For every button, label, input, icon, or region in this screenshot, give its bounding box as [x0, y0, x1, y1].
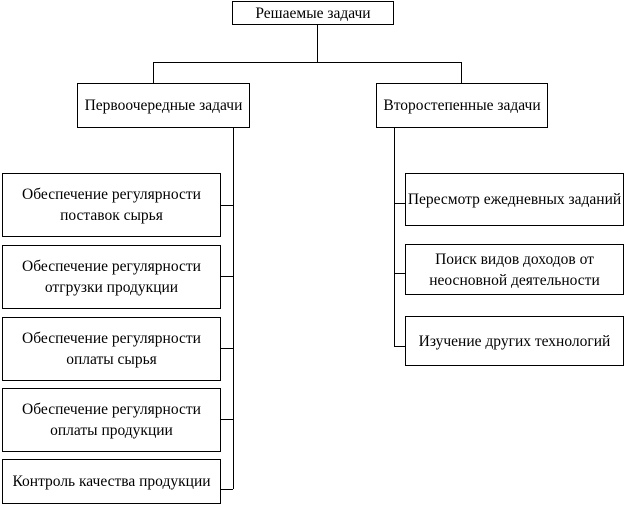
secondary-item-label: Изучение других технологий [418, 332, 611, 350]
secondary-item-label: Поиск видов доходов от неосновной деятел… [429, 250, 600, 289]
secondary-elbow-2 [394, 273, 405, 274]
primary-item-raw-payment-regularity: Обеспечение регулярности оплаты сырья [2, 317, 221, 381]
primary-tasks-node: Первоочередные задачи [77, 83, 250, 128]
primary-elbow-5 [221, 489, 233, 490]
primary-drop-connector [153, 62, 154, 83]
secondary-item-income-search: Поиск видов доходов от неосновной деятел… [405, 244, 624, 295]
root-node-label: Решаемые задачи [255, 4, 371, 22]
root-node: Решаемые задачи [232, 1, 394, 25]
secondary-tasks-label: Второстепенные задачи [383, 97, 541, 114]
primary-item-label: Обеспечение регулярности поставок сырья [22, 186, 201, 224]
primary-tasks-label: Первоочередные задачи [84, 97, 243, 114]
secondary-tasks-node: Второстепенные задачи [376, 83, 548, 128]
secondary-trunk-connector [394, 127, 395, 346]
primary-elbow-1 [221, 205, 233, 206]
secondary-item-technology-study: Изучение других технологий [405, 316, 624, 366]
primary-item-label: Обеспечение регулярности оплаты продукци… [22, 401, 201, 439]
root-stem-connector [317, 24, 318, 62]
primary-item-label: Контроль качества продукции [12, 473, 211, 490]
branch-horizontal-connector [153, 62, 461, 63]
secondary-item-label: Пересмотр ежедневных заданий [407, 191, 622, 208]
primary-item-label: Обеспечение регулярности оплаты сырья [22, 330, 201, 368]
primary-elbow-3 [221, 348, 233, 349]
secondary-elbow-3 [394, 346, 405, 347]
secondary-item-daily-review: Пересмотр ежедневных заданий [405, 173, 624, 226]
primary-item-label: Обеспечение регулярности отгрузки продук… [22, 258, 201, 296]
primary-item-product-payment-regularity: Обеспечение регулярности оплаты продукци… [2, 388, 221, 452]
primary-elbow-2 [221, 276, 233, 277]
primary-item-supply-regularity: Обеспечение регулярности поставок сырья [2, 173, 221, 237]
primary-item-quality-control: Контроль качества продукции [2, 459, 221, 504]
secondary-elbow-1 [394, 203, 405, 204]
primary-item-shipment-regularity: Обеспечение регулярности отгрузки продук… [2, 245, 221, 309]
primary-elbow-4 [221, 419, 233, 420]
secondary-drop-connector [461, 62, 462, 83]
primary-trunk-connector [233, 127, 234, 489]
